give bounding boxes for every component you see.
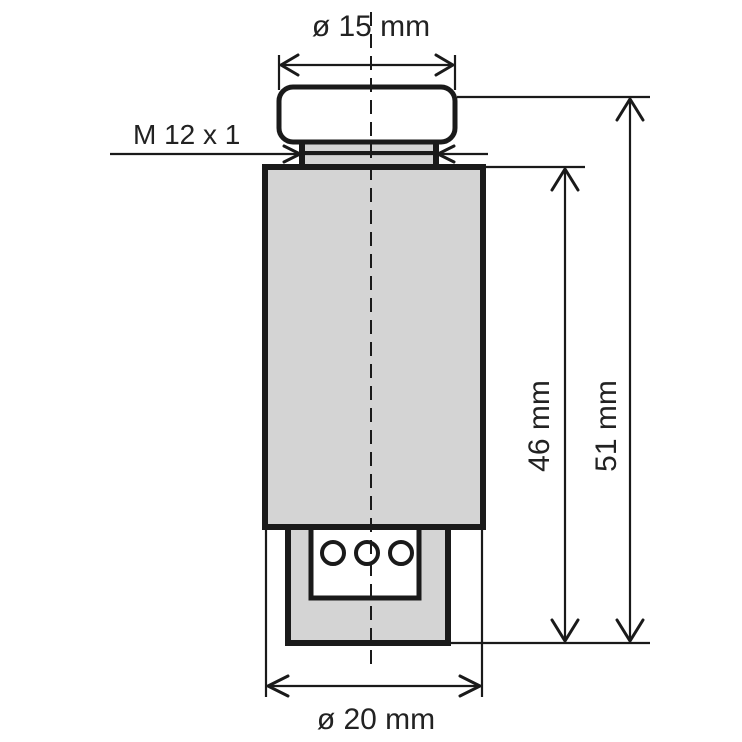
thread-label: M 12 x 1: [133, 119, 240, 150]
cap-diameter-label: ø 15 mm: [312, 10, 430, 43]
body-diam-arrow-left: [266, 674, 290, 698]
cap-arrow-right: [434, 53, 455, 77]
cap: [276, 84, 458, 145]
body-height-label: 46 mm: [523, 380, 556, 472]
total-height-label: 51 mm: [590, 380, 623, 472]
thread-arrow-right: [436, 144, 456, 164]
cap-arrow-left: [279, 53, 300, 77]
thread-arrow-left: [282, 144, 302, 164]
connector-pin-1: [320, 540, 346, 566]
body-diameter-label: ø 20 mm: [317, 703, 435, 736]
connector-pin-2: [354, 540, 380, 566]
body-arrow-bottom: [550, 618, 580, 643]
connector-pin-3: [388, 540, 414, 566]
total-arrow-top: [615, 97, 645, 122]
main-body: [262, 164, 486, 530]
body-diam-arrow-right: [458, 674, 482, 698]
total-arrow-bottom: [615, 618, 645, 643]
body-arrow-top: [550, 167, 580, 192]
